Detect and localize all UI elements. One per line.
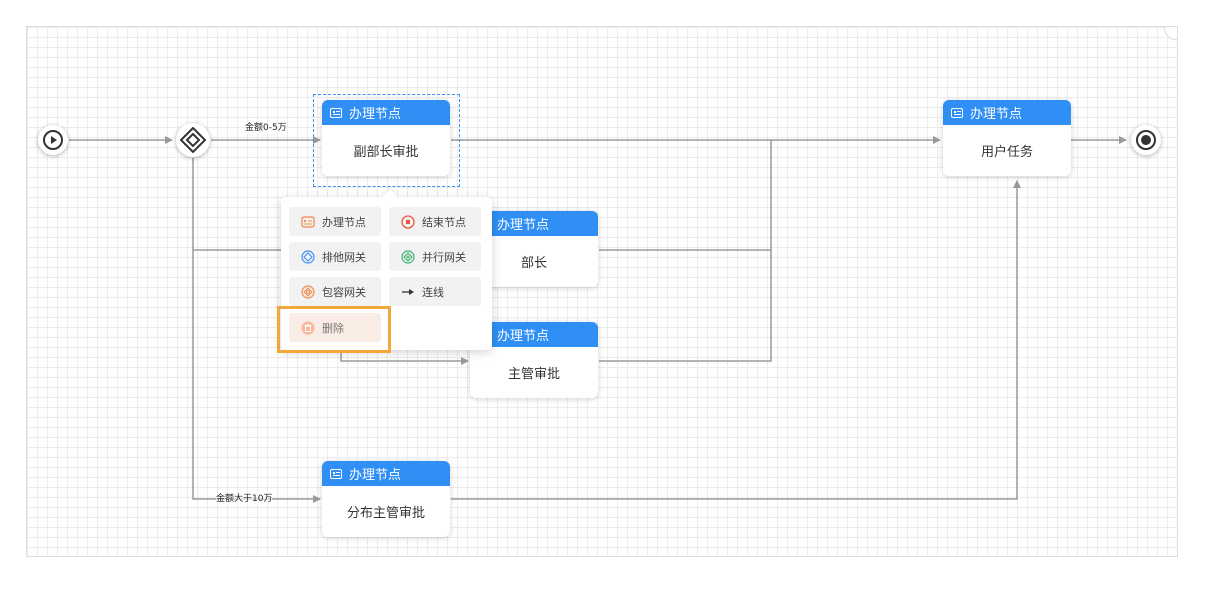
menu-item-exclusive-gateway[interactable]: 排他网关	[289, 242, 381, 271]
task-user[interactable]: 办理节点 用户任务	[943, 100, 1071, 176]
task-header: 办理节点	[943, 100, 1071, 125]
task-header-label: 办理节点	[349, 107, 402, 122]
task-header-label: 办理节点	[497, 218, 550, 233]
menu-item-task-node[interactable]: 办理节点	[289, 207, 381, 236]
menu-item-delete[interactable]: 删除	[289, 313, 381, 342]
end-circle-icon	[1136, 130, 1156, 150]
task-card-icon	[330, 107, 342, 118]
menu-item-parallel-gateway[interactable]: 并行网关	[389, 242, 481, 271]
canvas-corner	[1164, 27, 1177, 40]
task-title: 部长	[520, 256, 547, 271]
menu-item-end-node[interactable]: 结束节点	[389, 207, 481, 236]
menu-item-label: 包容网关	[322, 285, 366, 299]
node-context-menu: 办理节点 结束节点 排他网关 并行网关 包容网关 连线 删除	[281, 197, 492, 350]
parallel-gateway-icon	[401, 249, 415, 264]
task-header: 办理节点	[322, 461, 450, 486]
exclusive-gateway[interactable]	[176, 123, 210, 157]
menu-item-label: 排他网关	[322, 250, 366, 264]
exclusive-gateway-icon	[301, 249, 315, 264]
task-branch-supervisor-approval[interactable]: 办理节点 分布主管审批	[322, 461, 450, 537]
end-node-icon	[401, 214, 415, 229]
start-event[interactable]	[38, 125, 68, 155]
task-node-icon	[301, 215, 315, 229]
play-circle-icon	[43, 130, 63, 150]
task-title: 分布主管审批	[346, 506, 425, 521]
task-title: 副部长审批	[353, 145, 419, 160]
edge-label-lower: 金额大于10万	[216, 494, 273, 505]
diamond-gateway-icon	[180, 127, 206, 153]
task-header-label: 办理节点	[497, 329, 550, 344]
task-deputy-approval[interactable]: 办理节点 副部长审批	[322, 100, 450, 176]
menu-item-inclusive-gateway[interactable]: 包容网关	[289, 277, 381, 306]
task-header-label: 办理节点	[970, 107, 1023, 122]
task-header-label: 办理节点	[349, 468, 402, 483]
task-title: 主管审批	[507, 367, 560, 382]
connect-arrow-icon	[401, 285, 415, 299]
selection-box	[313, 94, 460, 187]
task-header: 办理节点	[322, 100, 450, 125]
task-card-icon	[330, 468, 342, 479]
inclusive-gateway-icon	[301, 284, 315, 299]
edge-label-upper: 金额0-5万	[245, 123, 287, 134]
task-card-icon	[951, 107, 963, 118]
task-title: 用户任务	[980, 145, 1033, 160]
trash-icon	[301, 321, 315, 335]
menu-item-label: 连线	[422, 285, 444, 299]
end-event[interactable]	[1131, 125, 1161, 155]
menu-item-connect[interactable]: 连线	[389, 277, 481, 306]
menu-item-label: 并行网关	[422, 250, 466, 264]
menu-item-label: 办理节点	[322, 215, 366, 229]
menu-item-label: 删除	[322, 321, 344, 335]
menu-item-label: 结束节点	[422, 215, 466, 229]
